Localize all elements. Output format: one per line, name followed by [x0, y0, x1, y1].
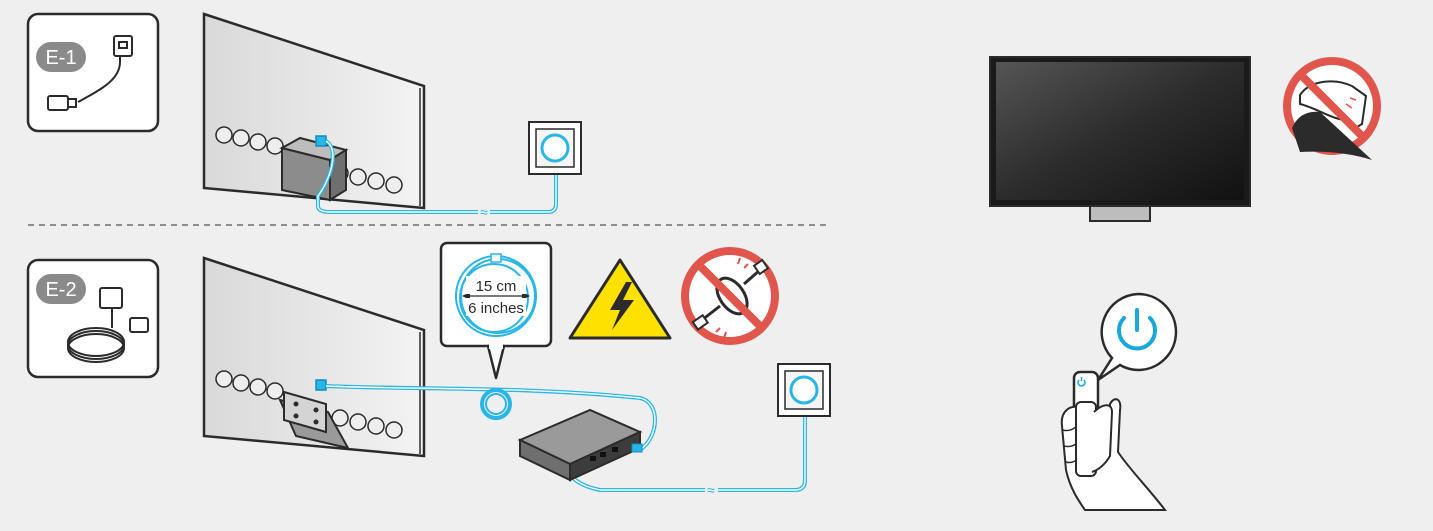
e1-wall-outlet: [528, 121, 582, 175]
e2-tv-back: [202, 256, 426, 458]
front-tv: [989, 56, 1251, 222]
e2-wall-outlet: [777, 363, 831, 417]
power-icon: [1117, 308, 1157, 351]
e1-cable-break-mark: ≈: [480, 204, 488, 220]
e2-tv-stand: [278, 390, 350, 450]
remote-power-button: [1077, 377, 1086, 387]
e1-tv-stand: [279, 136, 349, 202]
coil-length-inches: 6 inches: [468, 300, 524, 317]
e1-badge-label: E-1: [45, 47, 76, 69]
e2-speaker-holes: [215, 370, 403, 439]
tv-screen: [996, 62, 1244, 200]
e2-badge: E-2: [36, 274, 86, 304]
short-cable-icon: [47, 35, 133, 111]
coil-size-callout: 15 cm 6 inches: [439, 241, 553, 380]
power-callout-bubble: [1096, 292, 1178, 382]
e1-cable-panel: E-1: [26, 12, 160, 133]
high-voltage-warning-icon: [568, 258, 672, 340]
e2-badge-label: E-2: [45, 279, 76, 301]
e2-cable-break-mark: ≈: [707, 482, 715, 498]
do-not-touch-screen-icon: [1283, 57, 1381, 160]
e1-tv-back: [202, 12, 426, 210]
front-tv-stand: [1089, 205, 1151, 222]
e2-power-port: [315, 379, 327, 391]
one-connect-box: [517, 408, 643, 482]
long-coiled-cable-icon: [67, 287, 149, 363]
no-coiled-cable-icon: [681, 247, 779, 345]
coil-length-cm: 15 cm: [476, 278, 517, 295]
e1-power-port: [315, 135, 327, 147]
e1-badge: E-1: [36, 42, 86, 72]
remote-control-hand: [1060, 292, 1178, 511]
e2-cable-panel: E-2: [26, 258, 160, 379]
